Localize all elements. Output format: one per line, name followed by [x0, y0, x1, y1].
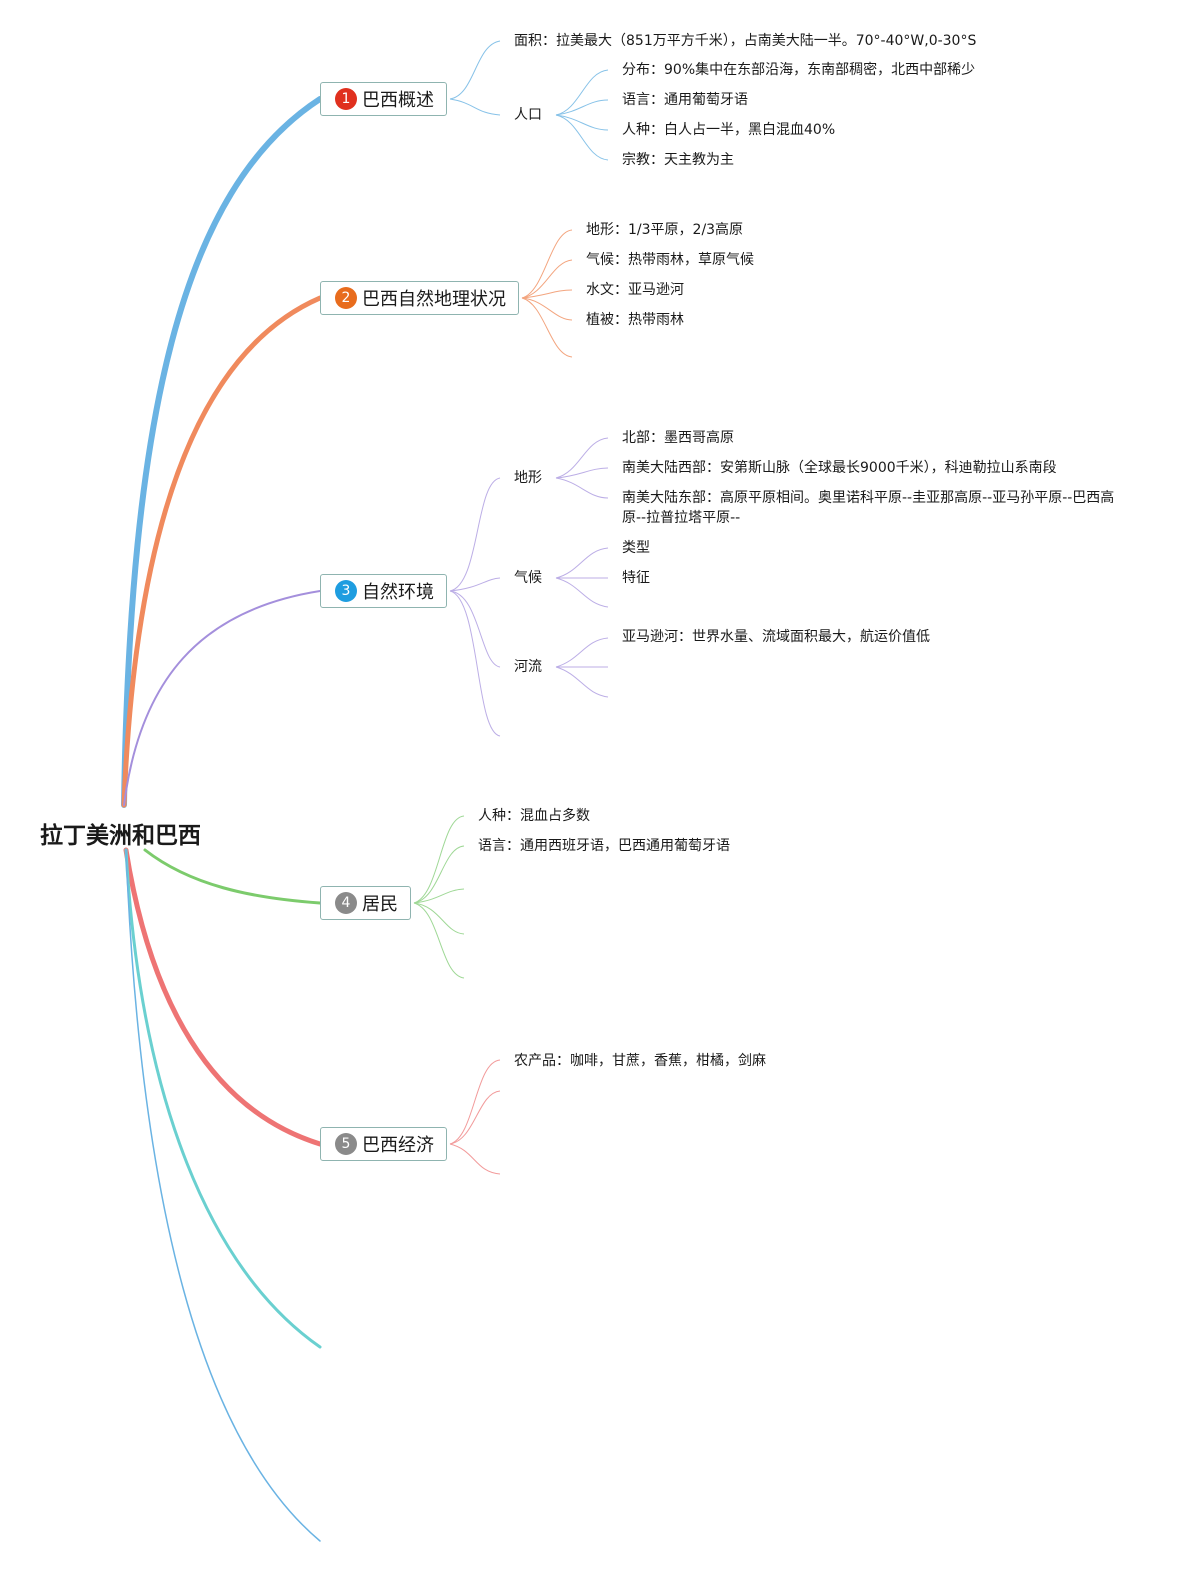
- topic-branch-3[interactable]: 3 自然环境: [320, 574, 447, 608]
- leaf-area[interactable]: 面积：拉美最大（851万平方千米），占南美大陆一半。70°-40°W,0-30°…: [514, 33, 977, 49]
- topic-branch-1[interactable]: 1 巴西概述: [320, 82, 447, 116]
- branch-1-connector: [121, 96, 323, 808]
- leaf-agriculture[interactable]: 农产品：咖啡，甘蔗，香蕉，柑橘，剑麻: [514, 1053, 766, 1069]
- leaf-river-amazon[interactable]: 亚马逊河：世界水量、流域面积最大，航运价值低: [622, 629, 930, 645]
- root-topic[interactable]: 拉丁美洲和巴西: [40, 823, 201, 849]
- branch-3-connector: [123, 590, 321, 806]
- number-badge-5: 5: [335, 1133, 357, 1155]
- branch-5-connector: [123, 847, 323, 1147]
- leaf-hydrology[interactable]: 水文：亚马逊河: [586, 282, 684, 298]
- topic-branch-2[interactable]: 2 巴西自然地理状况: [320, 281, 519, 315]
- leaf-climate-feature[interactable]: 特征: [622, 570, 650, 586]
- leaf-terrain-east[interactable]: 南美大陆东部：高原平原相间。奥里诺科平原--圭亚那高原--亚马孙平原--巴西高原…: [622, 490, 1115, 526]
- branch-2-child-connectors: [521, 229, 573, 358]
- subtopic-river[interactable]: 河流: [514, 659, 542, 675]
- topic-branch-4[interactable]: 4 居民: [320, 886, 411, 920]
- leaf-climate[interactable]: 气候：热带雨林，草原气候: [586, 252, 754, 268]
- topic-label: 巴西概述: [362, 90, 434, 111]
- branch-4-connector: [143, 848, 322, 905]
- topic-label: 居民: [362, 894, 398, 915]
- branch-5-child-connectors: [449, 1059, 501, 1175]
- branch-3-child-connectors: [449, 437, 609, 737]
- subtopic-climate[interactable]: 气候: [514, 570, 542, 586]
- leaf-population-race[interactable]: 人种：白人占一半，黑白混血40%: [622, 122, 836, 138]
- subtopic-terrain[interactable]: 地形: [514, 470, 542, 486]
- topic-label: 巴西经济: [362, 1135, 434, 1156]
- topic-label: 巴西自然地理状况: [362, 289, 506, 310]
- number-badge-1: 1: [335, 88, 357, 110]
- branch-1-child-connectors: [449, 40, 609, 161]
- number-badge-3: 3: [335, 580, 357, 602]
- leaf-population-language[interactable]: 语言：通用葡萄牙语: [622, 92, 748, 108]
- leaf-population-distribution[interactable]: 分布：90%集中在东部沿海，东南部稠密，北西中部稀少: [622, 62, 976, 78]
- number-badge-4: 4: [335, 892, 357, 914]
- branch-2-connector: [121, 295, 323, 808]
- leaf-terrain[interactable]: 地形：1/3平原，2/3高原: [586, 222, 744, 238]
- leaf-population-religion[interactable]: 宗教：天主教为主: [622, 152, 734, 168]
- leaf-residents-language[interactable]: 语言：通用西班牙语，巴西通用葡萄牙语: [478, 838, 730, 854]
- leaf-residents-race[interactable]: 人种：混血占多数: [478, 808, 590, 824]
- leaf-terrain-north[interactable]: 北部：墨西哥高原: [622, 430, 734, 446]
- branch-6-connector: [124, 848, 322, 1349]
- leaf-terrain-west[interactable]: 南美大陆西部：安第斯山脉（全球最长9000千米），科迪勒拉山系南段: [622, 460, 1057, 476]
- topic-label: 自然环境: [362, 582, 434, 603]
- leaf-vegetation[interactable]: 植被：热带雨林: [586, 312, 684, 328]
- branch-4-child-connectors: [413, 815, 465, 979]
- subtopic-population[interactable]: 人口: [514, 107, 542, 123]
- leaf-climate-type[interactable]: 类型: [622, 540, 650, 556]
- branch-7-connector: [125, 849, 321, 1542]
- topic-branch-5[interactable]: 5 巴西经济: [320, 1127, 447, 1161]
- number-badge-2: 2: [335, 287, 357, 309]
